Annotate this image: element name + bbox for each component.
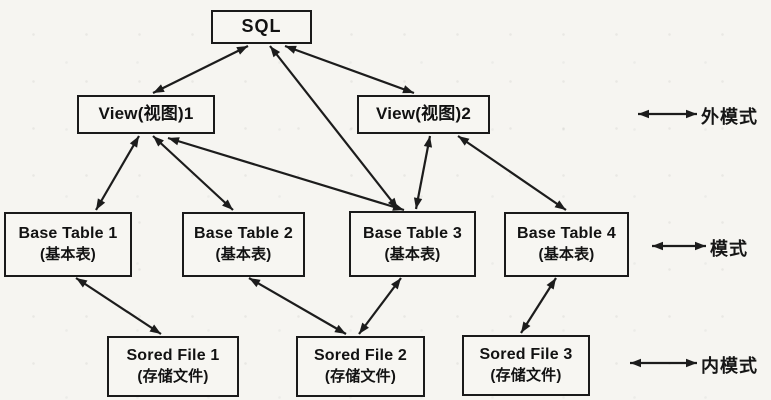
node-base-table-1-title: Base Table 1 [18, 225, 118, 243]
arrowhead [149, 324, 161, 334]
node-stored-file-3: Sored File 3 (存储文件) [462, 335, 590, 396]
arrowhead [521, 321, 531, 333]
arrowhead [413, 197, 423, 209]
node-base-table-2-subtitle: (基本表) [215, 246, 272, 264]
edge-bt1-sf1 [75, 277, 162, 335]
node-base-table-3-subtitle: (基本表) [384, 245, 441, 263]
arrowhead [423, 136, 433, 148]
arrowhead [638, 109, 649, 119]
node-stored-file-2: Sored File 2 (存储文件) [296, 336, 425, 397]
arrowhead [168, 137, 180, 146]
node-stored-file-1-subtitle: (存储文件) [137, 368, 209, 386]
arrowhead [554, 200, 566, 210]
node-sql-label: SQL [241, 16, 282, 37]
edge-sql-view1 [152, 45, 249, 94]
arrowhead [153, 84, 165, 93]
edge-bt3-sf2 [358, 277, 402, 335]
node-base-table-4: Base Table 4 (基本表) [504, 212, 629, 277]
node-stored-file-3-subtitle: (存储文件) [490, 367, 562, 385]
arrowhead [392, 202, 404, 211]
node-view2-label: View(视图)2 [375, 104, 471, 124]
edge-sql-bt3 [269, 45, 399, 210]
edge-view2-bt3 [414, 135, 432, 210]
node-stored-file-2-title: Sored File 2 [313, 347, 408, 365]
arrowhead [686, 109, 697, 119]
arrowhead [285, 45, 297, 54]
node-stored-file-3-title: Sored File 3 [479, 346, 573, 364]
arrowhead [359, 322, 369, 334]
arrowhead [129, 136, 139, 148]
arrowhead [270, 46, 281, 58]
node-sql: SQL [211, 10, 312, 44]
arrowhead [458, 136, 470, 146]
arrowhead [391, 278, 401, 290]
arrowhead [402, 85, 414, 94]
node-base-table-2-title: Base Table 2 [193, 225, 294, 243]
arrowhead [695, 241, 706, 251]
legend-label-external-schema: 外模式 [701, 107, 758, 127]
node-stored-file-1: Sored File 1 (存储文件) [107, 336, 239, 397]
arrowhead [222, 199, 233, 210]
node-base-table-4-title: Base Table 4 [516, 225, 617, 243]
arrowhead [546, 278, 556, 290]
edge-bt2-sf2 [248, 277, 347, 335]
arrowhead [686, 358, 697, 368]
node-base-table-2: Base Table 2 (基本表) [182, 212, 305, 277]
arrowhead [76, 278, 88, 288]
edge-view1-bt1 [95, 135, 140, 211]
node-base-table-3-title: Base Table 3 [362, 224, 463, 242]
node-base-table-1: Base Table 1 (基本表) [4, 212, 132, 277]
node-view2: View(视图)2 [357, 95, 490, 134]
arrowhead [334, 324, 346, 334]
legend-label-schema: 模式 [710, 239, 748, 259]
legend-label-internal-schema: 内模式 [701, 356, 758, 376]
node-base-table-1-subtitle: (基本表) [40, 246, 96, 264]
node-stored-file-1-title: Sored File 1 [126, 347, 220, 365]
arrowhead [630, 358, 641, 368]
edge-view2-bt4 [457, 135, 567, 211]
node-view1: View(视图)1 [77, 95, 215, 134]
node-base-table-4-subtitle: (基本表) [538, 246, 595, 264]
edge-sql-view2 [284, 44, 415, 95]
node-stored-file-2-subtitle: (存储文件) [324, 368, 397, 386]
arrowhead [249, 278, 261, 288]
arrowhead [96, 198, 106, 210]
arrowhead [153, 136, 164, 147]
node-view1-label: View(视图)1 [98, 104, 194, 124]
node-base-table-3: Base Table 3 (基本表) [349, 211, 476, 277]
edge-view1-bt3 [167, 136, 405, 212]
edge-view1-bt2 [152, 135, 234, 211]
arrowhead [652, 241, 663, 251]
arrowhead [236, 46, 248, 55]
